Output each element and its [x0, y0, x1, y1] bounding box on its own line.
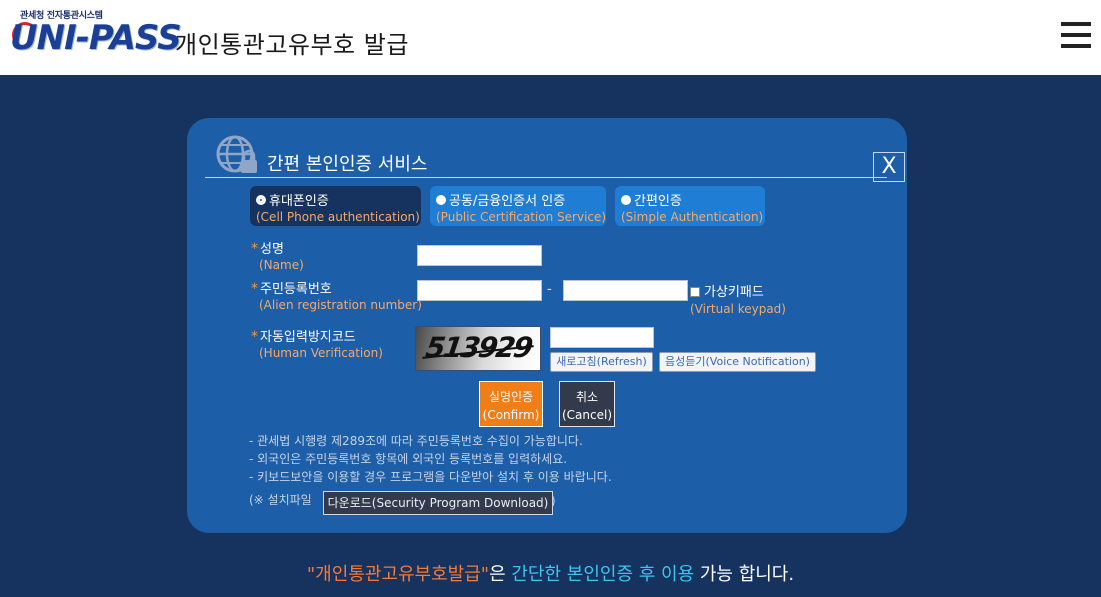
footer-service-name: "개인통관고유부호발급"	[306, 564, 490, 585]
name-label: *성명 (Name)	[251, 238, 304, 272]
registration-back-input[interactable]	[563, 280, 688, 301]
footer-highlight: 간단한 본인인증 후 이용	[511, 564, 695, 585]
tab-label: 휴대폰인증	[269, 194, 329, 209]
virtual-keypad-label: 가상키패드	[704, 285, 764, 300]
cancel-label: 취소	[575, 390, 599, 404]
virtual-keypad-checkbox[interactable]: 가상키패드 (Virtual keypad)	[690, 281, 786, 316]
logo-subtitle: 관세청 전자통관시스템	[20, 11, 103, 21]
name-label-ko: 성명	[260, 242, 284, 257]
cancel-button[interactable]: 취소 (Cancel)	[559, 381, 615, 427]
voice-notification-button[interactable]: 음성듣기(Voice Notification)	[659, 352, 816, 372]
refresh-button[interactable]: 새로고침(Refresh)	[550, 352, 653, 372]
captcha-image: 513929	[415, 326, 541, 371]
tab-label: 공동/금융인증서 인증	[449, 194, 566, 209]
confirm-label: 실명인증	[488, 390, 534, 404]
unipass-logo[interactable]: 관세청 전자통관시스템 UNI-PASS	[10, 8, 182, 63]
captcha-input[interactable]	[550, 327, 654, 348]
logo-swoosh-icon	[12, 22, 38, 48]
page-title: 개인통관고유부호 발급	[175, 31, 409, 59]
confirm-button[interactable]: 실명인증 (Confirm)	[479, 381, 543, 427]
hamburger-menu-icon[interactable]	[1061, 22, 1091, 52]
auth-dialog: 간편 본인인증 서비스 X 휴대폰인증 (Cell Phone authenti…	[187, 118, 907, 533]
globe-lock-icon	[216, 135, 257, 173]
footer-message: "개인통관고유부호발급"은 간단한 본인인증 후 이용 가능 합니다.	[0, 560, 1101, 586]
tab-public-certificate[interactable]: 공동/금융인증서 인증 (Public Certification Servic…	[430, 186, 606, 226]
notice-item: - 외국인은 주민등록번호 항목에 외국인 등록번호를 입력하세요.	[249, 452, 568, 466]
security-download-button[interactable]: 다운로드(Security Program Download)	[323, 491, 553, 515]
close-button[interactable]: X	[873, 152, 905, 182]
registration-label: *주민등록번호 (Alien registration number)	[251, 278, 422, 312]
download-suffix: )	[551, 494, 556, 508]
auth-method-tabs: 휴대폰인증 (Cell Phone authentication) 공동/금융인…	[249, 186, 769, 226]
logo-wordmark: UNI-PASS	[10, 18, 182, 58]
radio-selected-icon[interactable]	[256, 194, 266, 205]
captcha-label-ko: 자동입력방지코드	[260, 330, 356, 345]
required-mark: *	[251, 281, 258, 297]
notice-item: - 키보드보안을 이용할 경우 프로그램을 다운받아 설치 후 이용 바랍니다.	[249, 470, 612, 484]
required-mark: *	[251, 329, 258, 345]
dialog-header: 간편 본인인증 서비스 X	[205, 132, 905, 182]
tab-label-en: (Cell Phone authentication)	[256, 210, 420, 224]
tab-cell-phone[interactable]: 휴대폰인증 (Cell Phone authentication)	[250, 186, 421, 226]
captcha-label-en: (Human Verification)	[259, 346, 383, 360]
registration-separator: -	[547, 282, 552, 297]
dialog-title: 간편 본인인증 서비스	[267, 154, 428, 175]
radio-icon[interactable]	[436, 194, 446, 205]
footer-text: 은	[489, 564, 512, 585]
required-mark: *	[251, 241, 258, 257]
virtual-keypad-label-en: (Virtual keypad)	[690, 302, 786, 316]
confirm-label-en: (Confirm)	[482, 408, 540, 422]
cancel-label-en: (Cancel)	[561, 408, 612, 422]
tab-label: 간편인증	[634, 194, 682, 209]
registration-label-en: (Alien registration number)	[259, 298, 422, 312]
tab-label-en: (Public Certification Service)	[436, 210, 607, 224]
registration-front-input[interactable]	[417, 280, 542, 301]
captcha-label: *자동입력방지코드 (Human Verification)	[251, 326, 383, 360]
name-input[interactable]	[417, 245, 542, 266]
checkbox-icon[interactable]	[690, 286, 700, 297]
notice-item: - 관세법 시행령 제289조에 따라 주민등록번호 수집이 가능합니다.	[249, 434, 583, 448]
tab-label-en: (Simple Authentication)	[621, 210, 764, 224]
registration-label-ko: 주민등록번호	[260, 282, 332, 297]
footer-text-end: 가능 합니다.	[694, 564, 795, 585]
header: 관세청 전자통관시스템 UNI-PASS 개인통관고유부호 발급	[0, 0, 1101, 75]
notice-list: - 관세법 시행령 제289조에 따라 주민등록번호 수집이 가능합니다. - …	[249, 432, 612, 486]
radio-icon[interactable]	[621, 194, 631, 205]
download-prefix: (※ 설치파일	[249, 493, 312, 507]
name-label-en: (Name)	[259, 258, 304, 272]
tab-simple-auth[interactable]: 간편인증 (Simple Authentication)	[615, 186, 765, 226]
